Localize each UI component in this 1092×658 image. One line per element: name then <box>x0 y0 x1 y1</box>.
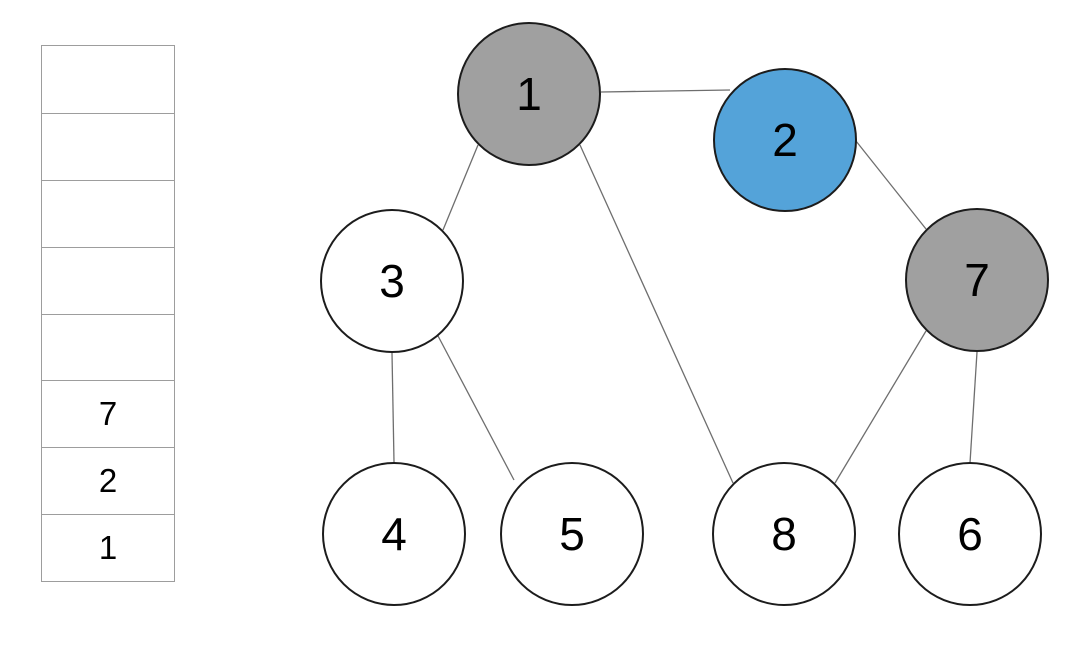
edge-3-5 <box>436 333 515 481</box>
stack-cell <box>42 313 174 381</box>
stack-cell: 1 <box>42 514 174 581</box>
edge-1-2 <box>600 89 731 93</box>
graph-node-1: 1 <box>457 22 601 166</box>
edge-7-8 <box>834 330 927 484</box>
graph-node-2: 2 <box>713 68 857 212</box>
graph-node-4: 4 <box>322 462 466 606</box>
stack-cell <box>42 246 174 314</box>
graph-node-6: 6 <box>898 462 1042 606</box>
edge-7-6 <box>969 351 978 464</box>
edge-1-3 <box>442 144 479 231</box>
stack-cell <box>42 179 174 247</box>
stack-cell <box>42 112 174 180</box>
graph-node-5: 5 <box>500 462 644 606</box>
stack-cell: 7 <box>42 380 174 447</box>
stack-panel: 7 2 1 <box>41 45 175 582</box>
graph-node-7: 7 <box>905 208 1049 352</box>
edge-1-8 <box>579 144 734 484</box>
edge-3-4 <box>391 352 395 463</box>
graph-node-3: 3 <box>320 209 464 353</box>
graph-node-8: 8 <box>712 462 856 606</box>
stack-cell: 2 <box>42 447 174 514</box>
edge-2-7 <box>855 140 927 230</box>
